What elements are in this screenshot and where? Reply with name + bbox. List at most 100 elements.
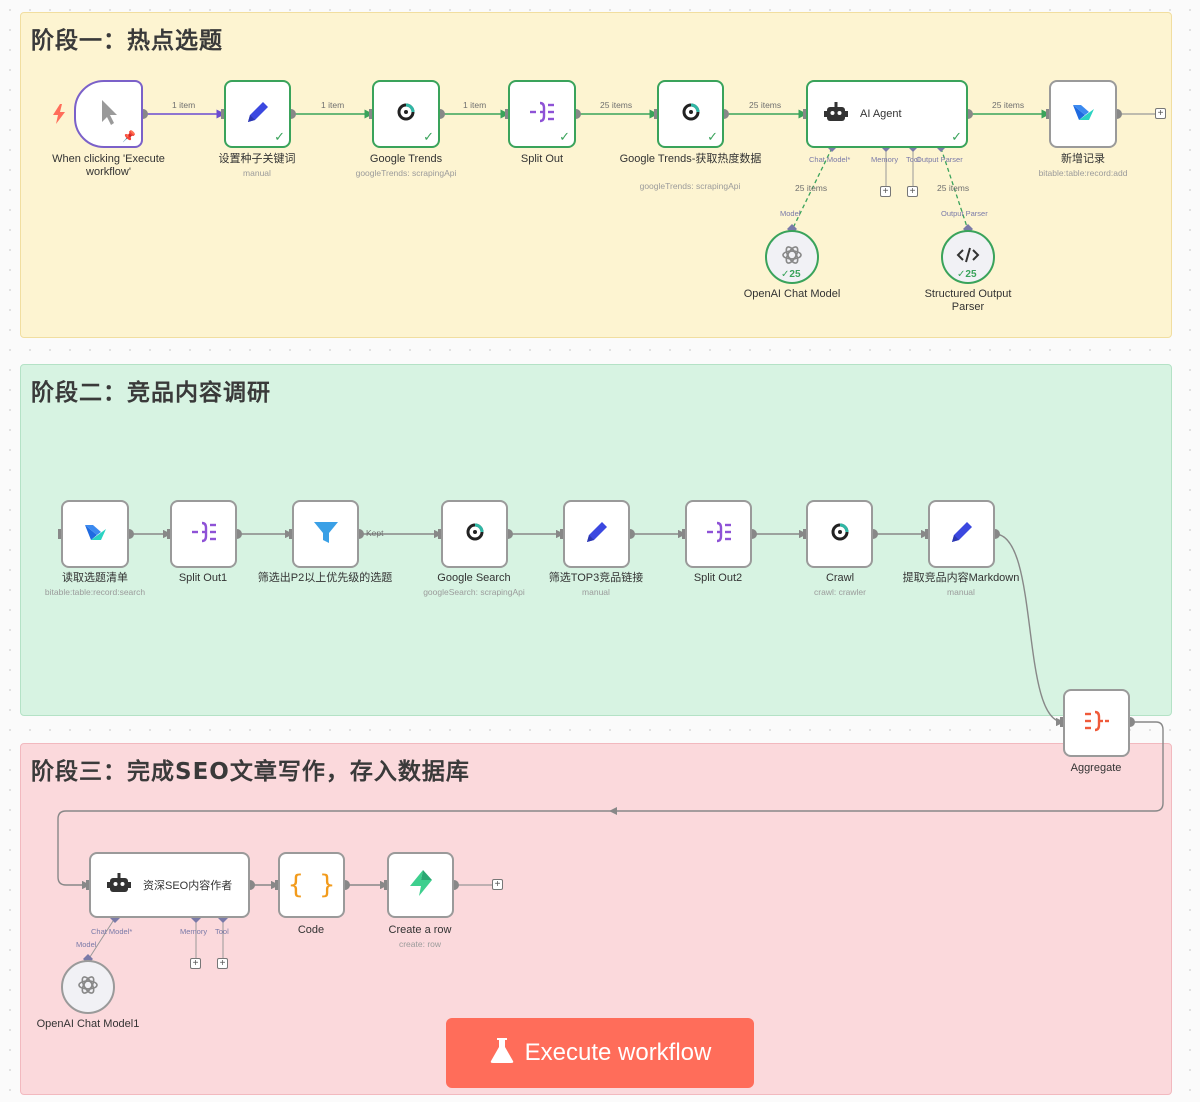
add-memory-button[interactable]: + [190,958,201,969]
bitable-icon [79,516,111,553]
node-sublabel: googleTrends: scrapingApi [355,168,457,178]
node-label: Split Out [520,153,564,165]
node-label: Structured Output Parser [924,288,1012,313]
cursor-icon [93,96,125,133]
port-output-parser-in: Output Parser [941,209,988,218]
node-sublabel: crawl: crawler [814,587,866,597]
bitable-icon [1067,96,1099,133]
stage-3-title: 阶段三：完成SEO文章写作，存入数据库 [31,759,470,785]
split-out-icon [526,96,558,133]
set-node[interactable]: ✓ [224,80,291,148]
scraping-api-icon [824,516,856,553]
structured-output-parser-node[interactable]: ✓25 [941,230,995,284]
supabase-icon [405,867,437,904]
node-label: When clicking 'Execute workflow' [52,153,165,178]
curly-braces-icon: { } [288,870,335,900]
edge-label: 1 item [172,100,196,110]
node-sublabel: manual [582,587,610,597]
port-memory: Memory [871,155,899,164]
new-record-node[interactable] [1049,80,1117,148]
edge-label: 1 item [463,100,487,110]
add-tool-button[interactable]: + [217,958,228,969]
port-tool: Tool [906,155,920,164]
success-check-icon: ✓ [423,129,434,144]
split-out-icon [188,516,220,553]
node-label: OpenAI Chat Model1 [36,1018,140,1030]
run-count: ✓25 [781,269,801,280]
openai-icon [76,973,100,1002]
port-memory: Memory [180,927,208,936]
google-trends-heat-node[interactable]: ✓ [657,80,724,148]
split-out1-node[interactable] [170,500,237,568]
node-label: Code [297,924,325,936]
node-sublabel: manual [947,587,975,597]
pencil-icon [242,96,274,133]
node-label: 读取选题清单 [62,572,128,584]
filter-top3-node[interactable] [563,500,630,568]
read-topics-node[interactable] [61,500,129,568]
google-trends-node[interactable]: ✓ [372,80,440,148]
trigger-node[interactable]: 📌 [74,80,143,148]
crawl-node[interactable] [806,500,873,568]
add-node-button[interactable]: + [492,879,503,890]
success-check-icon: ✓ [707,129,718,144]
google-search-node[interactable] [441,500,508,568]
execute-workflow-label: Execute workflow [524,1039,712,1066]
extract-markdown-node[interactable] [928,500,995,568]
node-label: 筛选TOP3竞品链接 [548,572,644,584]
add-memory-button[interactable]: + [880,186,891,197]
success-check-icon: ✓ [274,129,285,144]
edge-label: 25 items [937,183,970,193]
edge-label: 25 items [749,100,782,110]
node-label: 筛选出P2以上优先级的选题 [257,572,393,584]
code-node[interactable]: { } [278,852,345,918]
port-model: Model [780,209,801,218]
openai-chat-model-node[interactable]: ✓25 [765,230,819,284]
split-out2-node[interactable] [685,500,752,568]
node-sublabel: manual [243,168,271,178]
edge-label: 25 items [600,100,633,110]
flask-icon [489,1036,515,1071]
port-tool: Tool [215,927,229,936]
node-label: 设置种子关键词 [218,153,296,165]
edge-label: 1 item [321,100,345,110]
stage-1-title: 阶段一：热点选题 [31,28,223,54]
pin-icon: 📌 [122,131,136,143]
aggregate-icon [1081,705,1113,742]
node-label: Google Trends [369,153,443,165]
node-label: 新增记录 [1061,153,1105,165]
node-label: OpenAI Chat Model [743,288,841,300]
node-label: 资深SEO内容作者 [143,880,233,892]
add-node-button[interactable]: + [1155,108,1166,119]
scraping-api-icon [390,96,422,133]
success-check-icon: ✓ [951,129,962,144]
node-label: Google Search [437,572,511,584]
node-label: AI Agent [860,108,902,120]
node-label: Aggregate [1070,762,1122,774]
node-sublabel: googleSearch: scrapingApi [423,587,525,597]
add-tool-button[interactable]: + [907,186,918,197]
stage-2-title: 阶段二：竞品内容调研 [31,380,271,406]
edge-label-kept: Kept [366,528,384,538]
execute-workflow-button[interactable]: Execute workflow [446,1018,754,1088]
filter-p2-node[interactable] [292,500,359,568]
edge-label: 25 items [992,100,1025,110]
edge-label: 25 items [795,183,828,193]
node-label: Crawl [825,572,855,584]
node-sublabel: googleTrends: scrapingApi [639,181,741,191]
seo-writer-agent-node[interactable]: 资深SEO内容作者 [89,852,250,918]
robot-icon [822,98,850,131]
openai-chat-model1-node[interactable] [61,960,115,1014]
pencil-icon [946,516,978,553]
robot-icon [105,869,133,902]
port-chat-model: Chat Model* [91,927,133,936]
stage-1-note[interactable]: 阶段一：热点选题 [20,12,1172,338]
node-sublabel: create: row [398,939,442,949]
split-out-node[interactable]: ✓ [508,80,576,148]
ai-agent-node[interactable]: AI Agent ✓ [806,80,968,148]
aggregate-node[interactable] [1063,689,1130,757]
pencil-icon [581,516,613,553]
node-label: Split Out2 [693,572,743,584]
create-row-node[interactable] [387,852,454,918]
scraping-api-icon [675,96,707,133]
